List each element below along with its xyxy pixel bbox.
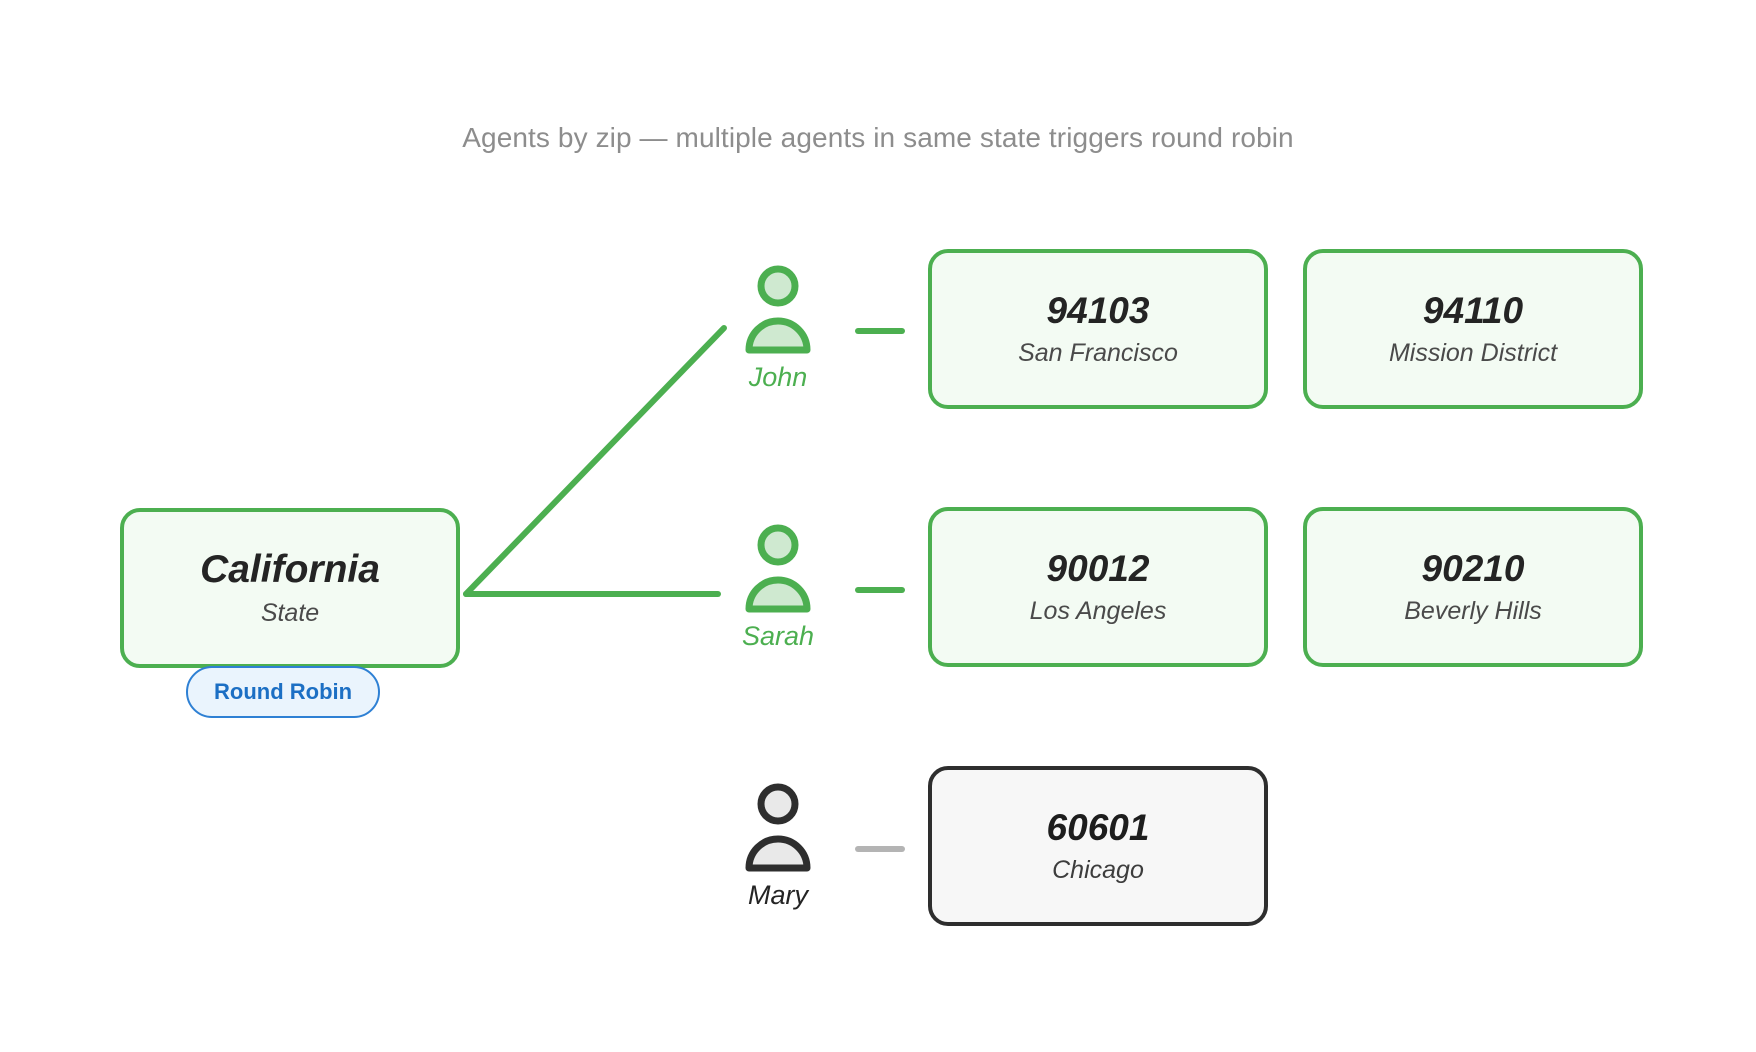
edge-sarah-to-zip [855,587,905,593]
edge-california-to-john [463,325,727,597]
person-icon [745,783,811,872]
zip-card-94103[interactable]: 94103 San Francisco [928,249,1268,409]
state-node-california[interactable]: California State [120,508,460,668]
zip-city: Chicago [1052,855,1144,884]
agent-label: John [748,362,808,392]
person-icon [745,265,811,354]
edge-john-to-zip [855,328,905,334]
zip-city: Beverly Hills [1404,596,1542,625]
agent-mary[interactable]: Mary [718,780,838,911]
status-badge-round-robin[interactable]: Round Robin [186,666,381,718]
person-icon [745,524,811,613]
zip-card-90210[interactable]: 90210 Beverly Hills [1303,507,1643,667]
zip-card-90012[interactable]: 90012 Los Angeles [928,507,1268,667]
zip-city: San Francisco [1018,338,1178,367]
edge-mary-to-zip [855,846,905,852]
page-title: Agents by zip — multiple agents in same … [462,122,1294,153]
zip-city: Mission District [1388,338,1558,367]
zip-code: 94110 [1422,290,1524,332]
zip-card-94110[interactable]: 94110 Mission District [1303,249,1643,409]
zip-code: 60601 [1046,807,1150,849]
agent-label: Mary [748,880,808,910]
zip-code: 90012 [1046,548,1150,590]
zip-code: 94103 [1046,290,1150,332]
zip-code: 90210 [1421,548,1525,590]
agent-label: Sarah [741,621,815,651]
zip-card-60601[interactable]: 60601 Chicago [928,766,1268,926]
agent-john[interactable]: John [718,262,838,393]
zip-city: Los Angeles [1029,596,1167,625]
state-node-subtitle: State [260,599,320,628]
agent-sarah[interactable]: Sarah [718,521,838,652]
state-node-title: California [200,547,380,591]
